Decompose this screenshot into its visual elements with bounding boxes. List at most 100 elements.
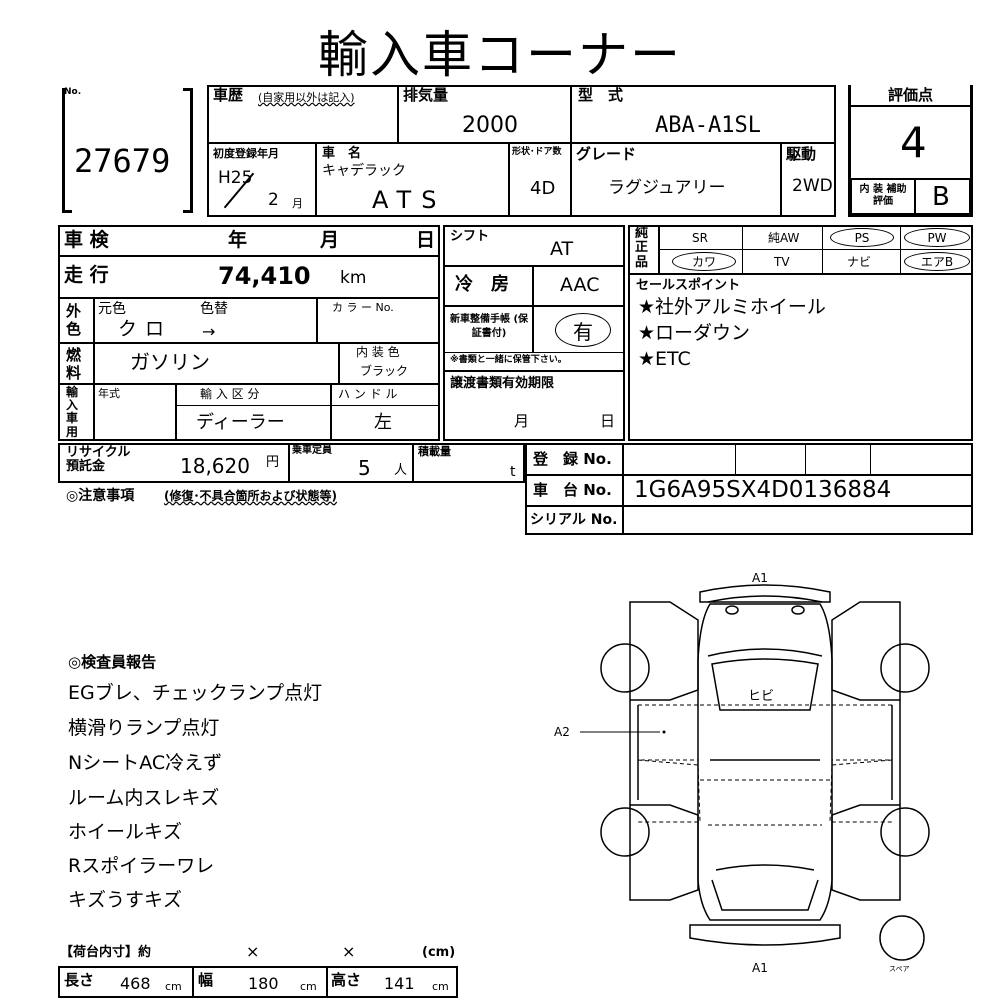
cargo-label: 【荷台内寸】約: [60, 945, 152, 960]
capacity-label: 乗車定員: [292, 445, 332, 456]
inspector-item-3: NシートAC冷えず: [68, 752, 223, 774]
model-year-label: 年式: [98, 387, 120, 400]
transfer-day-label: 日: [600, 412, 616, 430]
notes-label: ◎注意事項: [66, 488, 135, 504]
import-type-value: ディーラー: [196, 412, 285, 433]
score-label: 評価点: [888, 86, 934, 104]
recycle-block: [58, 443, 525, 483]
equip-leather-circle: カワ: [672, 252, 736, 271]
cargo-times-2: ×: [342, 942, 356, 961]
vehicle-details-block: [58, 225, 440, 441]
lot-number: 27679: [74, 142, 171, 180]
spare-label: スペア: [889, 965, 910, 973]
mileage-label: 走 行: [64, 264, 109, 286]
no-label: No.: [64, 87, 82, 97]
capacity-value: 5: [358, 456, 371, 480]
inspection-year-label: 年: [228, 229, 248, 251]
fuel-value: ガソリン: [130, 350, 210, 374]
chassis-value: 1G6A95SX4D0136884: [634, 477, 892, 503]
inspection-label: 車 検: [64, 229, 109, 251]
handle-value: 左: [374, 412, 392, 433]
displacement-label: 排気量: [403, 86, 449, 104]
equip-label: 純正品: [635, 226, 649, 270]
cargo-times-1: ×: [246, 942, 260, 961]
inspection-day-label: 日: [416, 229, 436, 251]
page-title: 輸入車コーナー: [318, 26, 682, 84]
inspector-item-6: Rスポイラーワレ: [68, 855, 215, 877]
cargo-dims-box: [58, 966, 458, 998]
inspection-month-label: 月: [320, 229, 340, 251]
length-label: 長さ: [64, 971, 95, 989]
equip-leather: カワ: [691, 255, 716, 269]
car-name-label: 車 名: [322, 146, 362, 161]
inspector-item-1: EGブレ、チェックランプ点灯: [68, 682, 323, 704]
exterior-color-label: 外色: [66, 302, 82, 338]
color-value: クロ: [118, 318, 173, 340]
recycle-label: リサイクル 預託金: [66, 445, 131, 475]
diagram-front-label: A1: [752, 571, 768, 585]
drive-label: 駆動: [786, 145, 817, 163]
top-info-block: [207, 85, 836, 217]
inspector-item-2: 横滑りランプ点灯: [68, 717, 220, 739]
repaint-label: 色替: [200, 301, 228, 317]
displacement-value: 2000: [462, 113, 518, 138]
height-value: 141: [384, 974, 415, 993]
history-label: 車歴: [213, 86, 244, 104]
diagram-a2-label: A2: [554, 725, 570, 739]
equip-pw-circle: PW: [904, 228, 970, 247]
inspector-item-4: ルーム内スレキズ: [68, 787, 220, 809]
grade-value: ラグジュアリー: [608, 178, 726, 198]
shift-value: AT: [550, 238, 574, 260]
length-value: 468: [120, 974, 151, 993]
inspector-label: ◎検査員報告: [68, 653, 157, 671]
width-unit: cm: [300, 980, 317, 993]
car-name-value: ATS: [372, 186, 447, 214]
maker-value: キャデラック: [322, 163, 406, 179]
equip-aw: 純AW: [768, 231, 800, 245]
first-reg-label: 初度登録年月: [213, 147, 279, 160]
import-type-label: 輸 入 区 分: [200, 387, 260, 401]
original-color-label: 元色: [98, 301, 126, 317]
center-info-block: [443, 225, 625, 441]
score-value: 4: [900, 118, 927, 167]
equip-airbag-circle: エアB: [904, 252, 970, 271]
load-label: 積載量: [418, 445, 451, 458]
score-box: [848, 85, 973, 217]
height-label: 高さ: [331, 971, 362, 989]
yen-unit: 円: [266, 455, 280, 470]
serial-label: シリアル No.: [530, 512, 618, 528]
width-value: 180: [248, 974, 279, 993]
color-no-label: カ ラ ー No.: [332, 301, 394, 314]
transfer-label: 譲渡書類有効期限: [450, 376, 555, 391]
windshield-note: ヒビ: [748, 689, 775, 704]
diagram-rear-label: A1: [752, 961, 768, 975]
equip-tv: TV: [774, 255, 790, 269]
fuel-label: 燃料: [66, 346, 82, 382]
height-unit: cm: [432, 980, 449, 993]
equipment-block: [628, 225, 973, 441]
drive-value: 2WD: [792, 176, 833, 196]
manual-label: 新車整備手帳 (保証書付): [449, 314, 529, 339]
mileage-unit: km: [340, 268, 367, 288]
sales-point-1: ★社外アルミホイール: [638, 296, 826, 318]
cargo-unit: (cm): [422, 945, 456, 960]
person-unit: 人: [394, 463, 408, 478]
car-damage-diagram: [580, 584, 930, 961]
inspector-item-5: ホイールキズ: [68, 821, 183, 843]
equip-ps-circle: PS: [830, 228, 894, 247]
length-unit: cm: [165, 980, 182, 993]
doors-value: 4D: [530, 178, 556, 199]
equip-pw: PW: [927, 230, 947, 245]
grade-label: グレード: [576, 145, 637, 163]
interior-score-value: B: [932, 182, 950, 212]
handle-label: ハ ン ド ル: [338, 387, 398, 401]
interior-score-label: 内 装 補助評価: [859, 184, 907, 207]
shape-label: 形状･ドア数: [512, 147, 562, 157]
interior-color-value: ブラック: [360, 364, 409, 378]
registration-block: [525, 443, 973, 535]
sales-point-2: ★ローダウン: [638, 322, 751, 344]
sales-point-3: ★ETC: [638, 348, 691, 370]
ton-unit: t: [510, 464, 516, 480]
history-note: (自家用以外は記入): [258, 91, 355, 104]
equip-ps: PS: [854, 230, 870, 245]
